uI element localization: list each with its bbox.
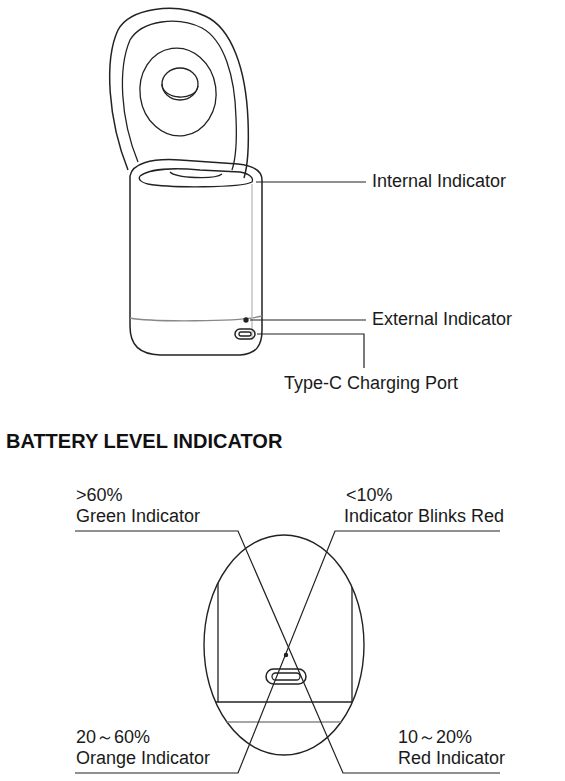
callout-label: <10% bbox=[346, 485, 393, 506]
external-indicator bbox=[244, 318, 248, 322]
callout-label: 20～60% bbox=[76, 727, 150, 748]
case-body bbox=[130, 160, 262, 355]
callout-label: Indicator Blinks Red bbox=[344, 506, 504, 527]
section-title: BATTERY LEVEL INDICATOR bbox=[6, 429, 282, 453]
callout-label: 10～20% bbox=[398, 727, 472, 748]
case-lid bbox=[110, 8, 249, 178]
callout-label: Internal Indicator bbox=[372, 171, 506, 192]
callout-label: Type-C Charging Port bbox=[284, 373, 458, 394]
callout-label: Red Indicator bbox=[398, 748, 505, 769]
callout-label: Orange Indicator bbox=[76, 748, 210, 769]
callout-label: >60% bbox=[76, 485, 123, 506]
type-c-port bbox=[235, 329, 255, 339]
leader-lines bbox=[250, 182, 366, 368]
callout-label: External Indicator bbox=[372, 309, 512, 330]
callout-label: Green Indicator bbox=[76, 506, 200, 527]
indicator-closeup bbox=[200, 520, 370, 755]
indicator-leaders bbox=[75, 531, 500, 773]
